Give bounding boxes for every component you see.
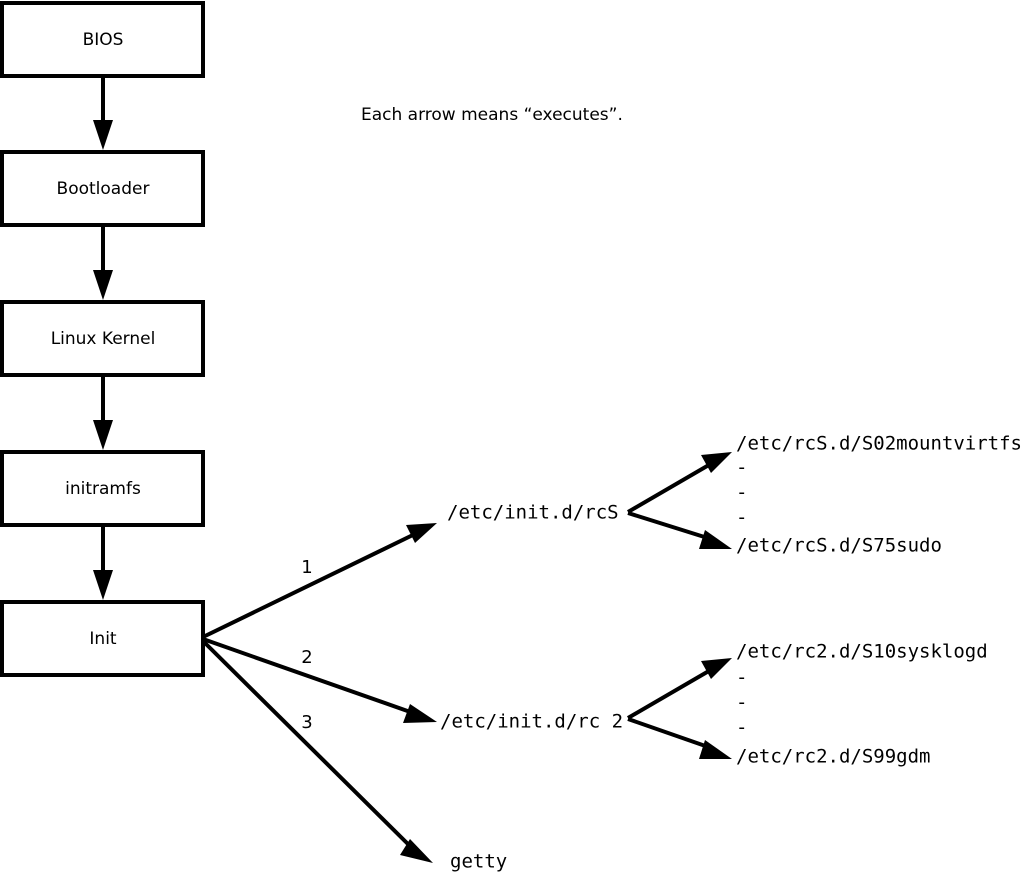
arrow-initramfs-to-init — [93, 525, 113, 600]
label-rc2-first-script[interactable]: /etc/rc2.d/S10sysklogd — [736, 641, 988, 663]
box-initramfs[interactable]: initramfs — [0, 450, 205, 527]
branch-number-1: 1 — [301, 557, 312, 578]
box-linux-kernel-label: Linux Kernel — [51, 329, 156, 349]
arrow-init-branch-3: 3 — [201, 639, 433, 863]
arrow-head-bootloader — [93, 270, 113, 300]
rc2-ellipsis-dash-2: - — [736, 692, 747, 714]
legend-note: Each arrow means “executes”. — [361, 105, 623, 125]
boot-chain-group: BIOS Bootloader Linux Kernel initramfs I… — [0, 1, 205, 677]
arrow-head-rc2-first — [701, 658, 732, 679]
arrow-bios-to-bootloader — [93, 76, 113, 150]
label-init-d-rc2[interactable]: /etc/init.d/rc 2 — [440, 711, 623, 733]
arrow-head-rcs-first — [701, 452, 732, 473]
arrow-init-branch-2: 2 — [202, 637, 437, 723]
label-rcs-last-script[interactable]: /etc/rcS.d/S75sudo — [736, 535, 942, 557]
box-bios-label: BIOS — [83, 30, 124, 50]
rc2-ellipsis-dash-1: - — [736, 667, 747, 689]
arrow-bootloader-to-kernel — [93, 225, 113, 300]
init-branches-group: 1 2 3 /etc/init.d/rcS /etc/init.d/rc 2 g… — [201, 502, 623, 873]
box-linux-kernel[interactable]: Linux Kernel — [0, 300, 205, 377]
branch-number-2: 2 — [301, 647, 312, 668]
box-initramfs-label: initramfs — [65, 479, 141, 499]
arrow-rc2-to-first — [626, 658, 732, 720]
arrow-head-bios — [93, 120, 113, 150]
arrow-rc2-to-last — [627, 717, 732, 759]
label-init-d-rcs[interactable]: /etc/init.d/rcS — [447, 502, 619, 524]
arrow-kernel-to-initramfs — [93, 375, 113, 450]
box-init-label: Init — [89, 629, 117, 649]
label-getty[interactable]: getty — [450, 851, 507, 873]
rc2-ellipsis-dash-3: - — [736, 717, 747, 739]
branch-number-3: 3 — [301, 712, 312, 733]
box-bootloader-label: Bootloader — [57, 179, 150, 199]
rcs-ellipsis-dash-1: - — [736, 457, 747, 479]
label-rc2-last-script[interactable]: /etc/rc2.d/S99gdm — [736, 746, 930, 768]
box-bios[interactable]: BIOS — [0, 1, 205, 78]
rcs-ellipsis-dash-3: - — [736, 507, 747, 529]
arrow-head-rc2-last — [699, 740, 732, 759]
rc2-scripts-group: /etc/rc2.d/S10sysklogd - - - /etc/rc2.d/… — [626, 641, 988, 768]
arrow-rcs-to-first — [626, 452, 732, 514]
arrow-head-kernel — [93, 420, 113, 450]
arrow-head-branch-3 — [400, 839, 433, 863]
arrow-head-rcs-last — [699, 530, 732, 549]
rcs-scripts-group: /etc/rcS.d/S02mountvirtfs - - - /etc/rcS… — [626, 433, 1022, 557]
box-bootloader[interactable]: Bootloader — [0, 150, 205, 227]
arrow-init-branch-1: 1 — [202, 523, 437, 639]
arrow-rcs-to-last — [627, 511, 732, 549]
box-init-rect — [0, 600, 205, 677]
arrow-head-branch-1 — [406, 523, 437, 543]
box-initramfs-rect — [0, 450, 205, 527]
box-init[interactable]: Init — [0, 600, 205, 677]
arrow-head-initramfs — [93, 570, 113, 600]
arrow-head-branch-2 — [403, 704, 437, 723]
rcs-ellipsis-dash-2: - — [736, 482, 747, 504]
box-bios-rect — [0, 1, 205, 78]
label-rcs-first-script[interactable]: /etc/rcS.d/S02mountvirtfs — [736, 433, 1022, 455]
